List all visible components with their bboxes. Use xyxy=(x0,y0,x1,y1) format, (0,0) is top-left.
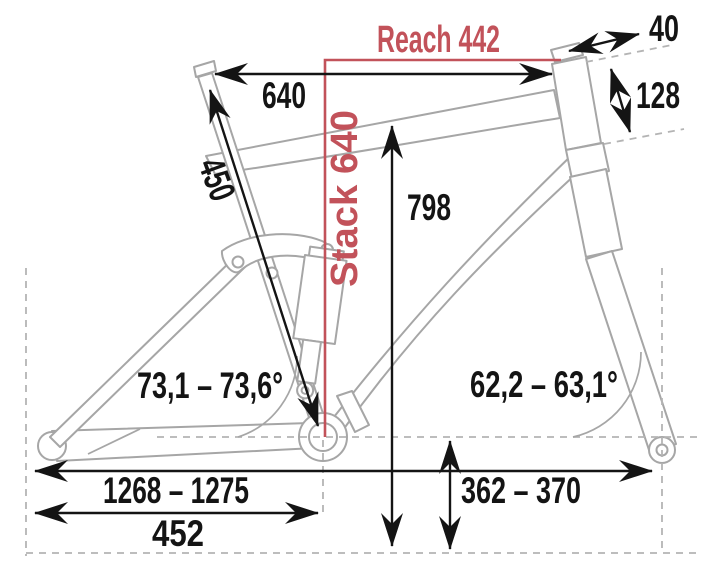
shock-clevis xyxy=(336,390,370,433)
bottom-bracket-inner xyxy=(308,422,338,452)
dropout-plate-edge xyxy=(87,428,141,455)
rocker-pivot-left xyxy=(231,255,245,269)
dim-450-line xyxy=(208,89,320,427)
bb-height-label: 362 – 370 xyxy=(461,470,581,511)
reach-stack-lines xyxy=(323,58,561,437)
top-tube xyxy=(205,89,561,175)
stack-label: Stack 640 xyxy=(324,110,366,287)
head-bottom-extension xyxy=(603,128,685,145)
dim-40-line xyxy=(568,31,640,54)
fork-stanchion xyxy=(569,168,623,258)
reach-label: Reach 442 xyxy=(377,19,500,61)
chainstay-tube xyxy=(51,422,316,462)
head-angle-label: 62,2 – 63,1° xyxy=(470,364,618,405)
seat-angle-label: 73,1 – 73,6° xyxy=(137,365,283,406)
chainstay-452-label: 452 xyxy=(152,513,204,554)
head-angle-arc xyxy=(572,351,642,438)
wheelbase-label: 1268 – 1275 xyxy=(103,470,249,511)
height-798-label: 798 xyxy=(407,187,451,228)
dim-128-line xyxy=(609,68,632,133)
stem-40-label: 40 xyxy=(649,8,679,49)
head-tube-128-label: 128 xyxy=(636,75,680,116)
top-640-label: 640 xyxy=(262,75,306,116)
seatstay-tube xyxy=(49,256,246,448)
head-tube xyxy=(551,56,602,151)
fork-lower-leg xyxy=(585,250,677,454)
